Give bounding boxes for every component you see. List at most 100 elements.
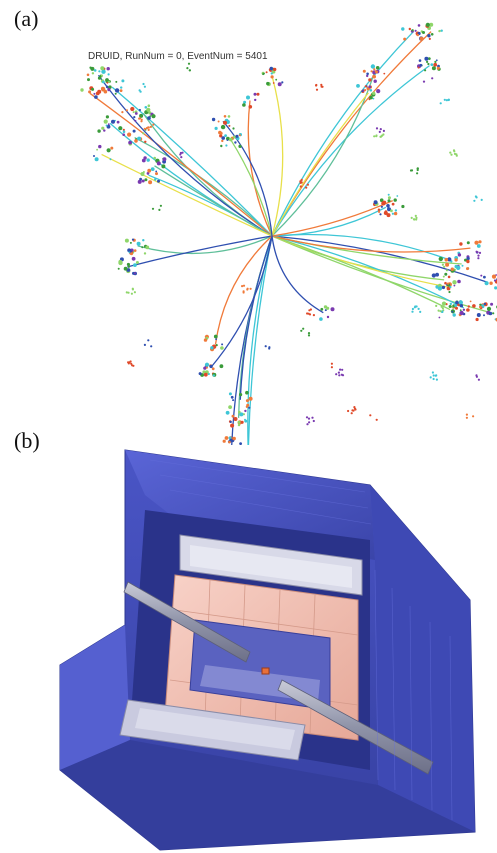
hit-point	[440, 305, 443, 308]
hit-point	[429, 376, 432, 379]
hit-point	[131, 238, 135, 241]
hit-point	[416, 33, 419, 37]
hit-point	[106, 148, 111, 153]
hit-point	[268, 347, 271, 350]
hit-point	[155, 170, 158, 173]
hit-point	[114, 92, 117, 95]
hit-point	[143, 85, 146, 88]
hit-point	[444, 257, 449, 262]
hit-point	[454, 264, 458, 269]
hit-point	[382, 129, 385, 132]
track-line	[247, 100, 273, 237]
hit-point	[272, 82, 275, 84]
hit-point	[434, 374, 437, 377]
hit-point	[330, 362, 333, 365]
hit-point	[307, 334, 311, 337]
track-line	[271, 235, 449, 288]
hit-point	[465, 413, 468, 416]
hit-point	[106, 67, 110, 71]
hit-point	[150, 345, 153, 348]
hit-point	[254, 98, 257, 102]
hit-point	[221, 139, 224, 143]
hit-point	[239, 442, 243, 445]
hit-point	[147, 168, 152, 173]
hit-point	[233, 135, 236, 139]
hit-point	[408, 27, 411, 31]
hit-point	[94, 95, 98, 99]
event-display-caption: DRUID, RunNum = 0, EventNum = 5401	[88, 51, 268, 62]
hit-point	[211, 117, 216, 122]
hit-point	[477, 257, 480, 260]
hit-point	[94, 157, 99, 162]
hit-point	[134, 139, 138, 143]
hit-point	[459, 242, 463, 246]
panel-label-a: (a)	[14, 6, 39, 31]
hit-point	[483, 275, 486, 279]
track-line	[89, 92, 273, 237]
hit-point	[126, 262, 130, 267]
hit-point	[232, 399, 235, 402]
hit-point	[146, 107, 151, 112]
hit-point	[146, 172, 150, 175]
track-line	[271, 235, 487, 283]
hit-point	[307, 417, 311, 420]
hit-point	[411, 307, 414, 311]
hit-point	[139, 113, 144, 118]
hit-point	[228, 124, 231, 127]
hit-point	[118, 260, 123, 266]
hit-point	[431, 77, 434, 80]
hit-point	[467, 305, 470, 308]
hit-point	[394, 209, 398, 212]
hit-point	[246, 95, 250, 100]
hit-point	[305, 186, 308, 189]
hit-point	[441, 301, 447, 306]
hit-point	[368, 85, 372, 89]
hit-point	[458, 300, 463, 305]
hit-point	[435, 59, 438, 62]
hit-point	[440, 29, 443, 32]
hit-point	[147, 339, 150, 342]
hit-point	[452, 313, 456, 317]
hit-point	[477, 254, 480, 257]
hit-point	[269, 66, 273, 71]
hit-point	[108, 85, 112, 89]
hit-point	[391, 212, 394, 215]
hit-point	[262, 73, 265, 76]
hit-point	[153, 156, 156, 160]
hit-point	[410, 216, 413, 219]
hit-point	[187, 62, 191, 65]
track-line	[101, 153, 273, 237]
hit-point	[448, 290, 451, 294]
hit-point	[379, 213, 382, 216]
hit-point	[411, 29, 414, 32]
hit-point	[438, 256, 443, 262]
hit-point	[488, 311, 493, 316]
hit-point	[490, 302, 494, 306]
hit-point	[483, 314, 485, 317]
hit-point	[306, 423, 309, 426]
hit-point	[401, 204, 405, 209]
hit-point	[432, 377, 435, 381]
hit-point	[97, 129, 101, 133]
hit-point	[466, 308, 470, 312]
hit-point	[418, 59, 422, 62]
hit-point	[249, 287, 252, 290]
hit-point	[457, 279, 461, 284]
hit-point	[411, 310, 414, 313]
hit-point	[148, 180, 153, 185]
hit-point	[483, 302, 487, 306]
hit-point	[305, 416, 309, 419]
hit-point	[220, 346, 224, 350]
hit-point	[461, 264, 464, 267]
hit-point	[375, 127, 379, 130]
hit-point	[97, 89, 102, 94]
hit-point	[101, 87, 106, 92]
hit-point	[414, 29, 417, 32]
hit-point	[220, 124, 226, 130]
hit-point	[315, 88, 319, 91]
hit-point	[180, 156, 183, 159]
hit-point	[147, 126, 150, 129]
hit-point	[319, 317, 323, 321]
hit-point	[335, 373, 338, 376]
hit-point	[270, 75, 274, 79]
